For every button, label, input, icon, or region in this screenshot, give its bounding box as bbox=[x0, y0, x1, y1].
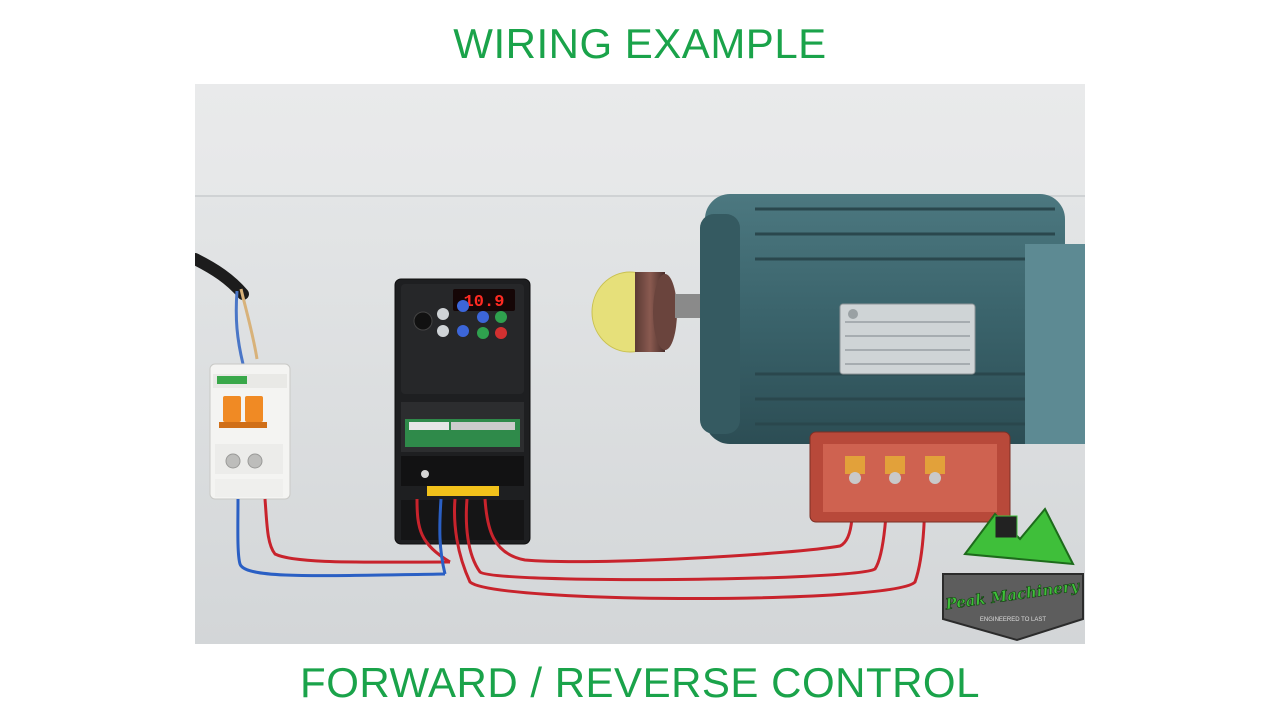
vfd-drive: 10.9 bbox=[394, 278, 531, 545]
peak-machinery-logo: Peak Machinery ENGINEERED TO LAST bbox=[942, 507, 1084, 642]
ac-motor bbox=[591, 194, 1085, 523]
logo-tagline-text: ENGINEERED TO LAST bbox=[980, 617, 1046, 623]
title-wiring-example: WIRING EXAMPLE bbox=[453, 20, 827, 67]
power-cable bbox=[195, 253, 259, 365]
wiring-photo: 10.9 bbox=[195, 84, 1085, 644]
title-forward-reverse-control: FORWARD / REVERSE CONTROL bbox=[300, 659, 980, 706]
vfd-display: 10.9 bbox=[464, 293, 505, 312]
circuit-breaker bbox=[209, 363, 291, 500]
